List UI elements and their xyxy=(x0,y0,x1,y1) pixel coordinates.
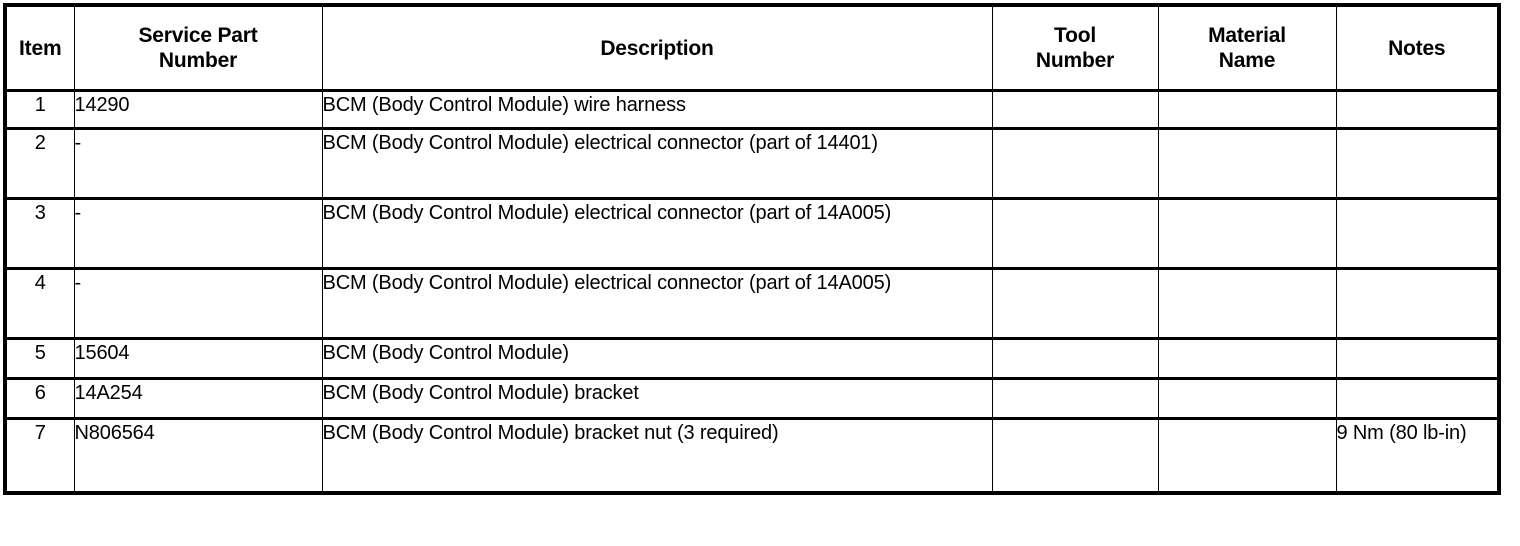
column-header-tool-number-line1: Tool xyxy=(1054,24,1096,47)
table-row: 2 - BCM (Body Control Module) electrical… xyxy=(4,127,1500,200)
cell-tool-number xyxy=(991,89,1159,130)
cell-description: BCM (Body Control Module) bracket xyxy=(321,377,993,420)
cell-description: BCM (Body Control Module) xyxy=(321,337,993,380)
column-header-item: Item xyxy=(4,4,75,92)
cell-part-number: 14290 xyxy=(73,89,323,130)
cell-description: BCM (Body Control Module) electrical con… xyxy=(321,127,993,200)
cell-part-number: - xyxy=(73,267,323,340)
cell-part-number: - xyxy=(73,127,323,200)
column-header-description: Description xyxy=(321,4,993,92)
table-row: 7 N806564 BCM (Body Control Module) brac… xyxy=(4,417,1500,495)
cell-material-name xyxy=(1157,337,1337,380)
cell-notes xyxy=(1335,89,1500,130)
cell-material-name xyxy=(1157,89,1337,130)
cell-part-number: 15604 xyxy=(73,337,323,380)
cell-tool-number xyxy=(991,337,1159,380)
cell-notes xyxy=(1335,267,1500,340)
column-header-notes: Notes xyxy=(1335,4,1500,92)
cell-material-name xyxy=(1157,417,1337,495)
cell-description: BCM (Body Control Module) wire harness xyxy=(321,89,993,130)
cell-item: 5 xyxy=(4,337,75,380)
cell-material-name xyxy=(1157,197,1337,270)
column-header-tool-number: Tool Number xyxy=(991,4,1159,92)
cell-material-name xyxy=(1157,127,1337,200)
cell-item: 3 xyxy=(4,197,75,270)
cell-description: BCM (Body Control Module) electrical con… xyxy=(321,267,993,340)
column-header-service-part-number-line1: Service Part xyxy=(138,24,258,47)
cell-tool-number xyxy=(991,417,1159,495)
cell-notes xyxy=(1335,127,1500,200)
cell-description: BCM (Body Control Module) electrical con… xyxy=(321,197,993,270)
cell-notes: 9 Nm (80 lb-in) xyxy=(1335,417,1500,495)
cell-item: 2 xyxy=(4,127,75,200)
cell-part-number: 14A254 xyxy=(73,377,323,420)
table-header-row: Item Service Part Number Description Too… xyxy=(4,4,1500,92)
column-header-tool-number-line2: Number xyxy=(1035,49,1115,72)
table-body: 1 14290 BCM (Body Control Module) wire h… xyxy=(4,89,1500,495)
cell-part-number: N806564 xyxy=(73,417,323,495)
cell-material-name xyxy=(1157,377,1337,420)
column-header-material-name: Material Name xyxy=(1157,4,1337,92)
cell-notes xyxy=(1335,377,1500,420)
column-header-service-part-number-line2: Number xyxy=(158,49,238,72)
table-row: 5 15604 BCM (Body Control Module) xyxy=(4,337,1500,380)
cell-tool-number xyxy=(991,377,1159,420)
cell-tool-number xyxy=(991,127,1159,200)
cell-material-name xyxy=(1157,267,1337,340)
table-row: 3 - BCM (Body Control Module) electrical… xyxy=(4,197,1500,270)
table-row: 4 - BCM (Body Control Module) electrical… xyxy=(4,267,1500,340)
cell-item: 6 xyxy=(4,377,75,420)
cell-tool-number xyxy=(991,197,1159,270)
cell-item: 7 xyxy=(4,417,75,495)
cell-notes xyxy=(1335,197,1500,270)
table-row: 6 14A254 BCM (Body Control Module) brack… xyxy=(4,377,1500,420)
column-header-material-name-line1: Material xyxy=(1208,24,1286,47)
column-header-service-part-number: Service Part Number xyxy=(73,4,323,92)
table-header: Item Service Part Number Description Too… xyxy=(4,4,1500,92)
cell-description: BCM (Body Control Module) bracket nut (3… xyxy=(321,417,993,495)
column-header-material-name-line2: Name xyxy=(1218,49,1276,72)
cell-item: 4 xyxy=(4,267,75,340)
cell-part-number: - xyxy=(73,197,323,270)
cell-notes xyxy=(1335,337,1500,380)
cell-tool-number xyxy=(991,267,1159,340)
table-row: 1 14290 BCM (Body Control Module) wire h… xyxy=(4,89,1500,130)
service-parts-table: Item Service Part Number Description Too… xyxy=(3,3,1501,495)
cell-item: 1 xyxy=(4,89,75,130)
